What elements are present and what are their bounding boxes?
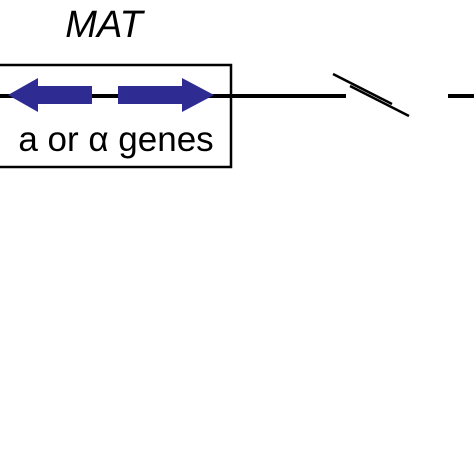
mat-locus-box bbox=[0, 63, 233, 169]
gene-arrow-left bbox=[8, 78, 92, 112]
break-mark-lower bbox=[349, 84, 410, 118]
gene-arrow-right bbox=[118, 78, 214, 112]
gene-caption: a or α genes bbox=[18, 120, 213, 159]
locus-title: MAT bbox=[65, 4, 145, 46]
break-mark-upper bbox=[332, 72, 393, 106]
